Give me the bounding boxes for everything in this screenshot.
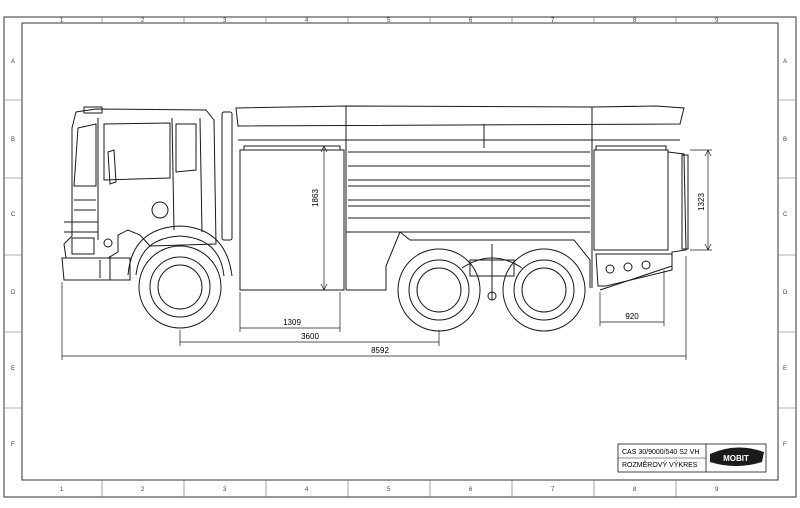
- col-label-bottom: 6: [469, 487, 473, 493]
- rear-wheel-2: [502, 248, 586, 332]
- dim-label-8592: 8592: [371, 346, 389, 355]
- front-wheel-arch: [127, 225, 233, 277]
- dim-label-1309: 1309: [283, 318, 301, 327]
- exhaust-stack: [221, 111, 233, 241]
- dim-label-1323: 1323: [697, 193, 706, 211]
- rear-wheel-1: [397, 248, 481, 332]
- dim-label-920: 920: [625, 312, 639, 321]
- rear-locker: [593, 149, 669, 251]
- cab-outline: [63, 108, 217, 259]
- col-label-bottom: 4: [305, 487, 309, 493]
- dimension-lines: [61, 145, 712, 360]
- row-label-left: B: [11, 137, 15, 143]
- rear-body: [599, 151, 687, 291]
- row-label-left: F: [11, 442, 15, 448]
- row-label-left: C: [11, 212, 16, 218]
- col-label-top: 5: [387, 18, 391, 24]
- row-label-right: E: [783, 366, 787, 372]
- row-label-right: A: [783, 59, 787, 65]
- title-block-line1: CAS 30/9000/540 S2 VH: [622, 449, 699, 456]
- col-label-bottom: 9: [715, 487, 719, 493]
- row-label-left: A: [11, 59, 15, 65]
- tank-ribs: [348, 151, 590, 233]
- row-label-right: F: [783, 442, 787, 448]
- row-label-right: B: [783, 137, 787, 143]
- row-label-right: C: [783, 212, 788, 218]
- outer-frame: [3, 16, 797, 498]
- col-label-bottom: 7: [551, 487, 555, 493]
- row-label-left: D: [11, 290, 16, 296]
- col-label-top: 4: [305, 18, 309, 24]
- col-label-bottom: 8: [633, 487, 637, 493]
- column-ruler-bottom: [101, 480, 677, 497]
- body-skirt: [346, 231, 401, 291]
- col-label-bottom: 5: [387, 487, 391, 493]
- col-label-bottom: 3: [223, 487, 227, 493]
- col-label-top: 3: [223, 18, 227, 24]
- dim-label-3600: 3600: [301, 332, 319, 341]
- inner-frame: [21, 22, 779, 481]
- col-label-bottom: 1: [60, 487, 64, 493]
- col-label-top: 1: [60, 18, 64, 24]
- col-label-top: 6: [469, 18, 473, 24]
- front-bumper: [61, 257, 131, 281]
- dim-label-1863: 1863: [311, 189, 320, 207]
- body-roof: [235, 105, 685, 127]
- column-ruler-top: [101, 17, 677, 23]
- col-label-top: 8: [633, 18, 637, 24]
- mobit-logo: MOBIT: [710, 447, 764, 466]
- cab-side-window: [103, 122, 171, 181]
- front-wheel: [138, 245, 222, 329]
- row-ticks: [4, 99, 796, 409]
- col-label-top: 7: [551, 18, 555, 24]
- row-label-left: E: [11, 366, 15, 372]
- cab-rear-window: [175, 123, 197, 173]
- row-label-right: D: [783, 290, 788, 296]
- col-label-top: 9: [715, 18, 719, 24]
- col-label-top: 2: [141, 18, 145, 24]
- cab-roof-light: [83, 106, 103, 114]
- col-label-bottom: 2: [141, 487, 145, 493]
- title-block-line2: ROZMĚROVÝ VÝKRES: [622, 460, 698, 469]
- logo-text: MOBIT: [723, 454, 749, 463]
- fire-truck-side-view: [61, 105, 689, 332]
- cab-mirror: [107, 149, 117, 185]
- cab-windshield: [73, 123, 97, 187]
- front-locker: [239, 149, 345, 291]
